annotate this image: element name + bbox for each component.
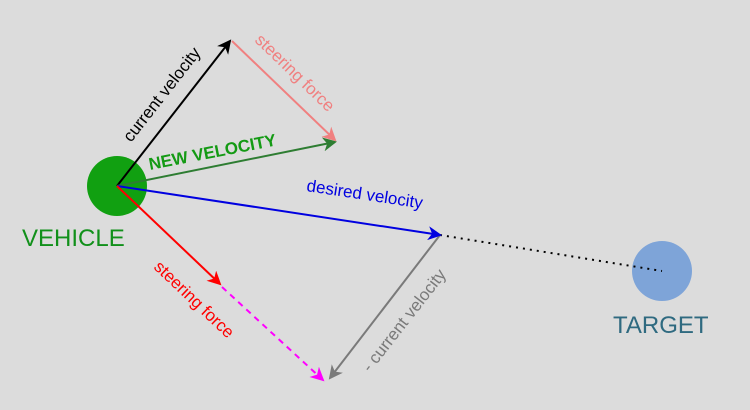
steering-force-bottom-arrow — [116, 185, 222, 286]
current-velocity-label: current velocity — [119, 43, 205, 145]
steering-force-top-arrow — [231, 40, 337, 142]
desired-velocity-label: desired velocity — [305, 176, 424, 212]
steering-force-bottom-label: steering force — [150, 257, 238, 342]
desired-velocity-arrow — [116, 185, 442, 241]
negative-current-velocity-arrow — [328, 234, 441, 380]
new-velocity-arrow — [116, 137, 337, 187]
vehicle-label: VEHICLE — [22, 225, 125, 252]
current-velocity-arrow — [116, 39, 232, 187]
steering-force-extension-arrow — [221, 286, 325, 382]
target-label: TARGET — [613, 312, 709, 339]
to-target-dotted-line — [439, 234, 663, 272]
